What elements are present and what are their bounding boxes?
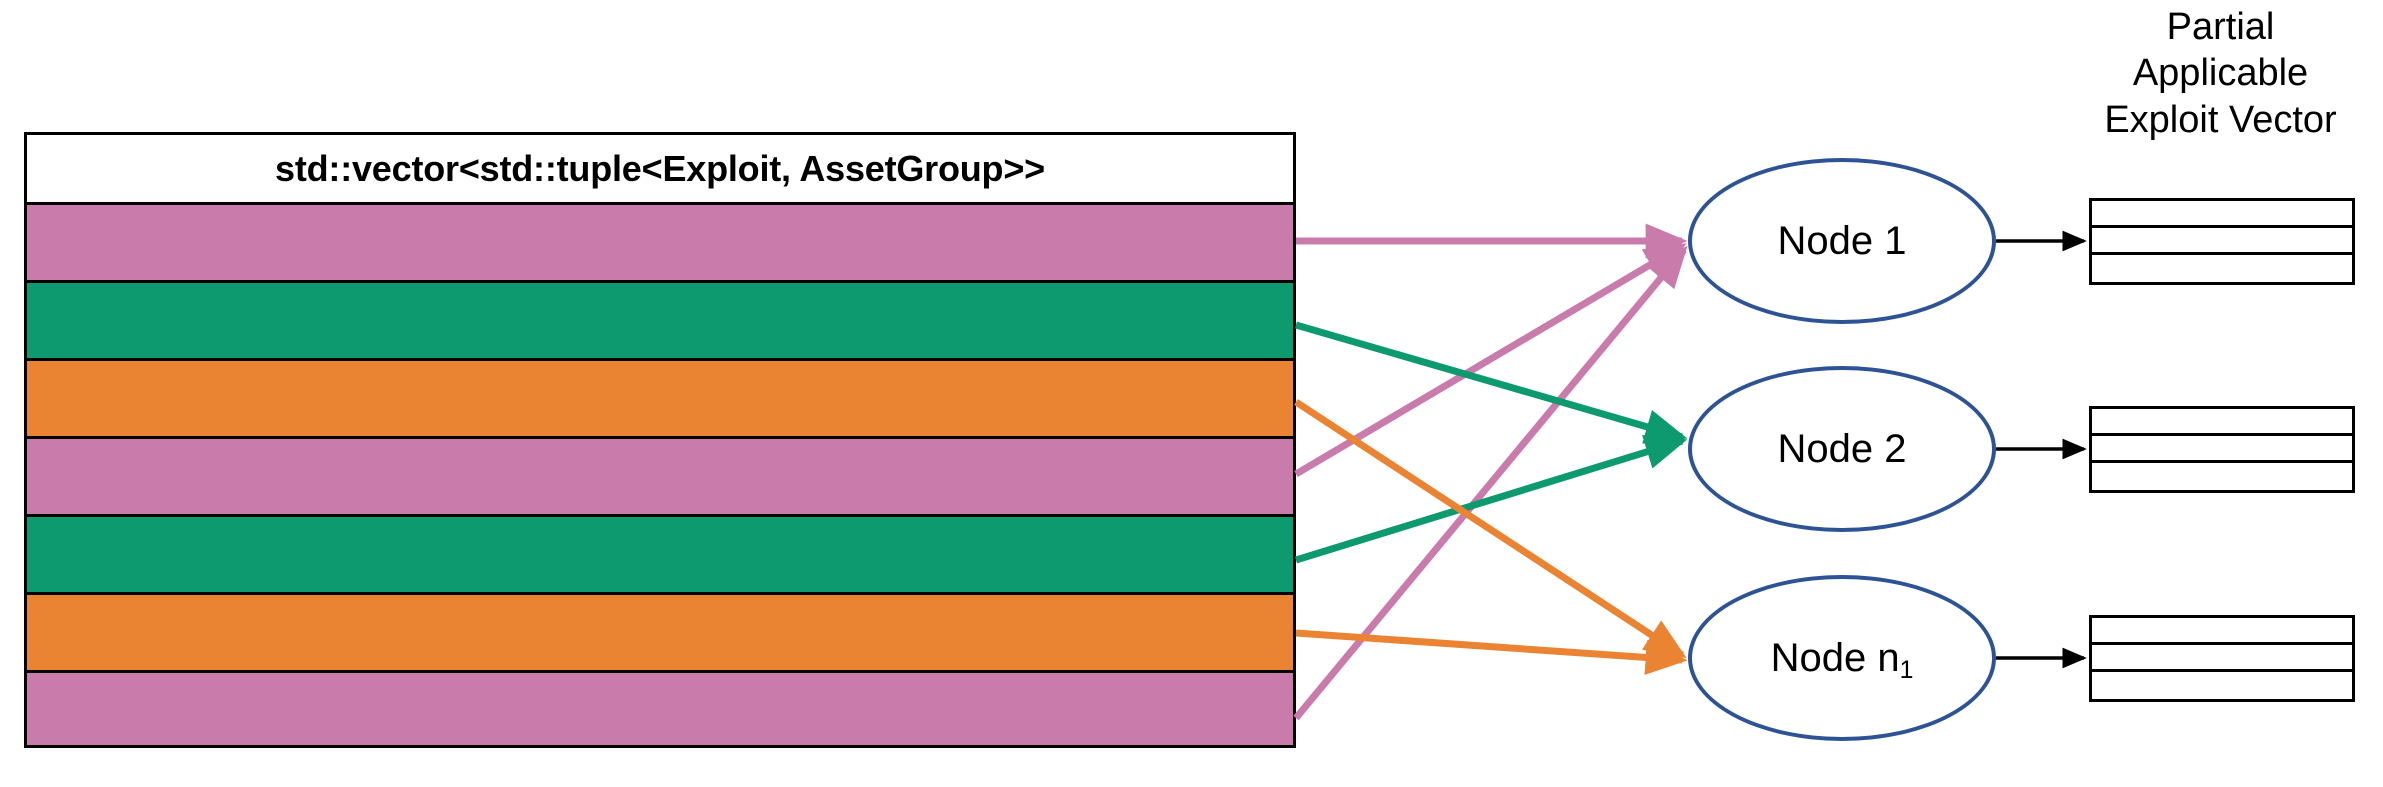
pae-cell[interactable]: [2092, 201, 2352, 228]
table-row[interactable]: [27, 283, 1293, 361]
table-row[interactable]: [27, 205, 1293, 283]
table-row[interactable]: [27, 595, 1293, 673]
node-n1-label-subscript: 1: [1899, 657, 1914, 685]
partial-applicable-exploit-vector-box-2[interactable]: [2089, 406, 2355, 493]
node-1[interactable]: Node 1: [1688, 158, 1996, 324]
table-row[interactable]: [27, 361, 1293, 439]
connector-row4-to-node1: [1294, 242, 1687, 478]
pae-cell[interactable]: [2092, 463, 2352, 490]
connector-row5-to-node2: [1294, 435, 1688, 564]
connector-row6-to-noden1: [1295, 629, 1688, 675]
connector-row7-to-node1: [1293, 245, 1688, 721]
pae-cell[interactable]: [2092, 255, 2352, 282]
partial-applicable-exploit-vector-caption: Partial Applicable Exploit Vector: [2058, 4, 2383, 143]
pae-cell[interactable]: [2092, 228, 2352, 255]
partial-applicable-exploit-vector-box-3[interactable]: [2089, 615, 2355, 702]
table-row[interactable]: [27, 517, 1293, 595]
connector-row3-to-noden1: [1294, 399, 1687, 659]
node-n1-label: Node n1: [1770, 636, 1914, 683]
vector-table-header: std::vector<std::tuple<Exploit, AssetGro…: [27, 135, 1293, 205]
pae-cell[interactable]: [2092, 645, 2352, 672]
pae-cell[interactable]: [2092, 436, 2352, 463]
caption-line-2: Applicable: [2132, 52, 2309, 95]
node-2[interactable]: Node 2: [1688, 366, 1996, 532]
table-row[interactable]: [27, 673, 1293, 745]
caption-line-3: Exploit Vector: [2104, 98, 2337, 141]
pae-cell[interactable]: [2092, 409, 2352, 436]
partial-applicable-exploit-vector-box-1[interactable]: [2089, 198, 2355, 285]
exploit-assetgroup-vector-table: std::vector<std::tuple<Exploit, AssetGro…: [24, 132, 1296, 748]
node-n1[interactable]: Node n1: [1688, 575, 1996, 741]
caption-line-1: Partial: [2166, 6, 2275, 48]
node-1-label: Node 1: [1777, 219, 1907, 263]
node-n1-label-main: Node n: [1770, 636, 1900, 680]
connector-row2-to-node2: [1295, 321, 1688, 444]
pae-cell[interactable]: [2092, 618, 2352, 645]
pae-cell[interactable]: [2092, 672, 2352, 699]
node-2-label: Node 2: [1777, 427, 1907, 471]
vector-table-header-label: std::vector<std::tuple<Exploit, AssetGro…: [275, 147, 1045, 189]
table-row[interactable]: [27, 439, 1293, 517]
